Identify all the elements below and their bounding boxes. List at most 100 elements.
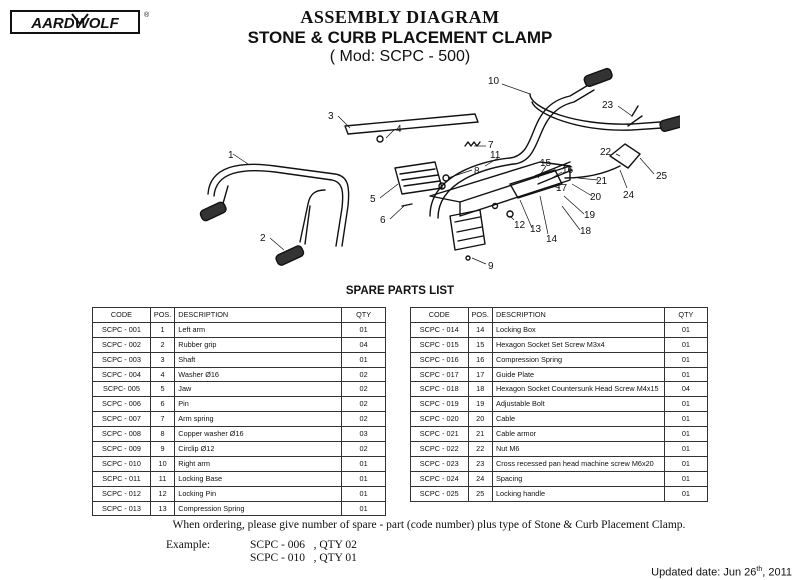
table-header-row: CODE POS. DESCRIPTION QTY <box>410 307 709 323</box>
part-pos: 2 <box>149 336 176 353</box>
part-qty: 01 <box>663 396 709 413</box>
part-code: SCPC - 023 <box>410 455 469 472</box>
part-pos: 7 <box>149 411 176 428</box>
part-pos: 9 <box>149 441 176 457</box>
part-code: SCPC - 003 <box>92 351 151 368</box>
part-pos: 16 <box>467 351 493 368</box>
part-code: SCPC - 001 <box>92 321 151 338</box>
shaft <box>344 113 479 135</box>
aardwolf-logo: AARDWOLF ® <box>10 10 150 34</box>
part-code: SCPC - 008 <box>92 426 151 443</box>
part-code: SCPC - 013 <box>92 500 151 517</box>
part-code: SCPC - 024 <box>410 470 469 487</box>
example-label: Example: <box>166 539 211 551</box>
part-pos: 10 <box>149 455 176 472</box>
part-pos: 13 <box>149 500 176 517</box>
part-qty: 02 <box>341 411 386 428</box>
part-code: SCPC - 017 <box>410 366 469 383</box>
part-description: Hexagon Socket Countersunk Head Screw M4… <box>491 381 665 398</box>
example-line-1: SCPC - 006 , QTY 02 <box>250 539 357 551</box>
part-pos: 17 <box>467 366 493 383</box>
wolf-head-icon <box>71 13 89 26</box>
callout-4: 4 <box>396 124 402 135</box>
part-code: SCPC - 007 <box>92 411 151 428</box>
header-pos: POS. <box>467 307 493 323</box>
part-qty: 01 <box>663 485 709 502</box>
part-code: SCPC - 015 <box>410 336 469 353</box>
part-pos: 6 <box>149 396 176 413</box>
part-code: SCPC - 016 <box>410 351 469 368</box>
jaw-right <box>449 209 486 251</box>
part-code: SCPC - 014 <box>410 321 469 338</box>
part-code: SCPC - 022 <box>410 441 469 457</box>
part-description: Pin <box>174 396 343 413</box>
part-description: Compression Spring <box>491 351 665 368</box>
callout-17: 17 <box>556 183 568 194</box>
logo-text: AARDWOLF <box>30 15 119 32</box>
spare-parts-title: SPARE PARTS LIST <box>345 285 455 297</box>
part-pos: 4 <box>149 366 176 383</box>
updated-date-year: , 2011 <box>762 566 792 579</box>
part-pos: 25 <box>467 485 493 502</box>
part-qty: 04 <box>663 381 709 398</box>
callout-14: 14 <box>546 234 558 245</box>
part-description: Hexagon Socket Set Screw M3x4 <box>491 336 665 353</box>
part-pos: 20 <box>467 411 493 428</box>
part-description: Adjustable Bolt <box>491 396 665 413</box>
callout-8: 8 <box>474 166 480 177</box>
left-arm <box>207 163 350 247</box>
part-description: Locking handle <box>491 485 665 502</box>
callout-2: 2 <box>260 233 266 244</box>
part-code: SCPC - 012 <box>92 485 151 502</box>
jaw-left <box>394 161 443 195</box>
callout-19: 19 <box>584 210 596 221</box>
header-qty: QTY <box>663 307 709 323</box>
callout-20: 20 <box>590 192 602 203</box>
part-pos: 3 <box>149 351 176 368</box>
product-name: STONE & CURB PLACEMENT CLAMP <box>247 28 553 47</box>
callout-9: 9 <box>488 261 494 272</box>
part-description: Cable armor <box>491 426 665 443</box>
assembly-drawing: 1 2 3 4 5 6 7 8 9 10 11 12 13 14 15 16 1… <box>199 67 680 272</box>
registered-mark: ® <box>144 11 150 19</box>
part-qty: 04 <box>341 336 386 353</box>
callout-7: 7 <box>488 140 494 151</box>
callout-24: 24 <box>623 190 635 201</box>
part-description: Shaft <box>174 351 343 368</box>
callout-15: 15 <box>540 158 552 169</box>
part-description: Compression Spring <box>174 500 343 517</box>
part-pos: 5 <box>149 381 176 398</box>
callout-21: 21 <box>596 176 608 187</box>
header-pos: POS. <box>149 307 176 323</box>
part-description: Jaw <box>174 381 343 398</box>
header-description: DESCRIPTION <box>174 307 343 323</box>
callout-3: 3 <box>328 111 334 122</box>
part-pos: 22 <box>467 441 493 457</box>
part-description: Locking Pin <box>174 485 343 502</box>
updated-date: Updated date: Jun 26th, 2011 <box>651 566 792 579</box>
part-code: SCPC - 018 <box>410 381 469 398</box>
part-code: SCPC - 021 <box>410 426 469 443</box>
part-pos: 19 <box>467 396 493 413</box>
part-code: SCPC - 025 <box>410 485 469 502</box>
part-code: SCPC - 020 <box>410 411 469 428</box>
